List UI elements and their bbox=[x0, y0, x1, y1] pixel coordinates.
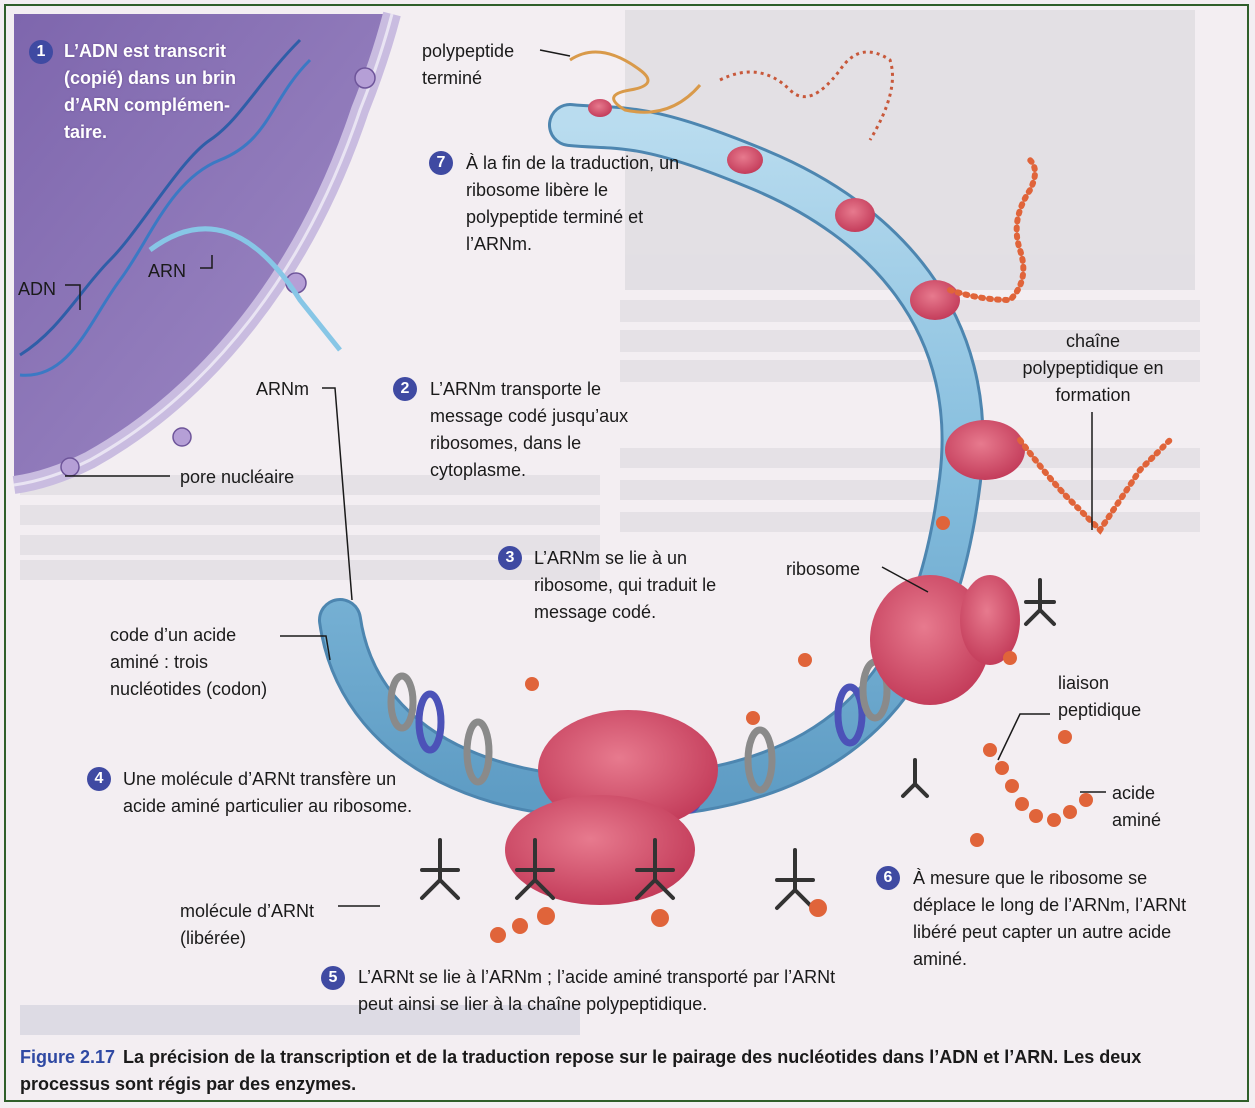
label-amino-acid: acide aminé bbox=[1112, 780, 1182, 834]
label-peptide-bond: liaison peptidique bbox=[1058, 670, 1168, 724]
step-2-badge: 2 bbox=[393, 377, 417, 401]
ribosome-4 bbox=[910, 280, 960, 320]
step-2-text: L’ARNm transporte le message codé jusqu’… bbox=[430, 376, 670, 484]
label-ribosome: ribosome bbox=[786, 556, 860, 583]
step-4-badge: 4 bbox=[87, 767, 111, 791]
label-adn: ADN bbox=[18, 276, 56, 303]
figure-caption-text: La précision de la transcription et de l… bbox=[20, 1047, 1141, 1094]
ribosome-6 bbox=[727, 146, 763, 174]
label-arn: ARN bbox=[148, 258, 186, 285]
figure-number: Figure 2.17 bbox=[20, 1047, 115, 1067]
step-4-text: Une molécule d’ARNt transfère un acide a… bbox=[123, 766, 413, 820]
step-3-badge: 3 bbox=[498, 546, 522, 570]
label-polypeptide-done: polypeptide terminé bbox=[422, 38, 542, 92]
label-chain: chaîne polypeptidique en formation bbox=[1018, 328, 1168, 409]
ribosome-released bbox=[588, 99, 612, 117]
step-7-text: À la fin de la traduction, un ribosome l… bbox=[466, 150, 691, 258]
ribosome-5 bbox=[835, 198, 875, 232]
step-3-text: L’ARNm se lie à un ribosome, qui traduit… bbox=[534, 545, 759, 626]
label-arnm: ARNm bbox=[256, 376, 309, 403]
step-1-text: L’ADN est transcrit (copié) dans un brin… bbox=[64, 38, 264, 146]
step-6-badge: 6 bbox=[876, 866, 900, 890]
step-1-badge: 1 bbox=[29, 40, 53, 64]
step-5-badge: 5 bbox=[321, 966, 345, 990]
label-pore: pore nucléaire bbox=[180, 464, 294, 491]
step-7-badge: 7 bbox=[429, 151, 453, 175]
ribosome-3 bbox=[945, 420, 1025, 480]
step-6-text: À mesure que le ribosome se déplace le l… bbox=[913, 865, 1188, 973]
trna-amino-acids bbox=[490, 899, 827, 943]
step-5-text: L’ARNt se lie à l’ARNm ; l’acide aminé t… bbox=[358, 964, 858, 1018]
label-trna-freed: molécule d’ARNt (libérée) bbox=[180, 898, 350, 952]
label-codon: code d’un acide aminé : trois nucléotide… bbox=[110, 622, 290, 703]
